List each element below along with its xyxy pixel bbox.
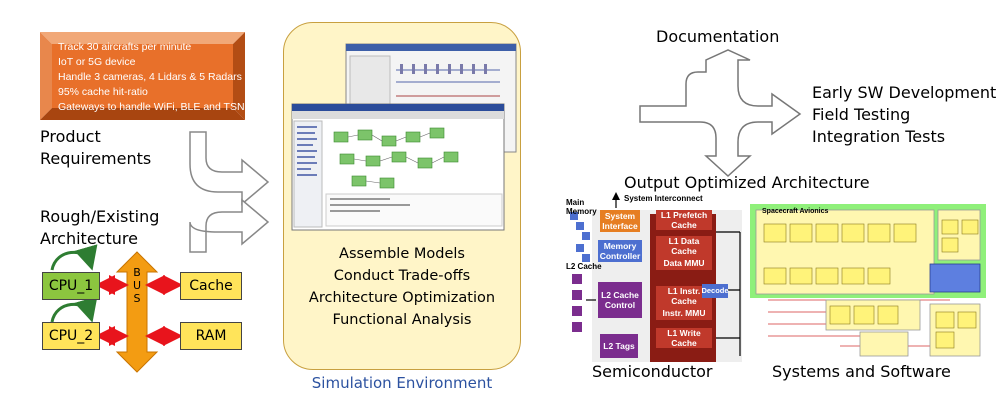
documentation-label: Documentation: [656, 27, 780, 46]
product-label-line2: Requirements: [40, 149, 152, 168]
simulation-tasks: Assemble Models Conduct Trade-offs Archi…: [283, 243, 521, 331]
main-memory-label: Main Memory: [566, 198, 597, 216]
l2-cache-control-block: L2 Cache Control: [598, 282, 642, 318]
bent-arrow-architecture: [189, 198, 270, 253]
l2-tags-block: L2 Tags: [600, 334, 638, 358]
l1-write-block: L1 Write Cache: [656, 328, 712, 348]
semiconductor-caption: Semiconductor: [592, 362, 713, 381]
bus-letter: S: [133, 292, 141, 305]
product-label-line1: Product: [40, 127, 101, 146]
cache-block: Cache: [180, 272, 242, 300]
requirements-list: Track 30 aircrafts per minute IoT or 5G …: [58, 40, 245, 115]
l1-prefetch-block: L1 Prefetch Cache: [656, 210, 712, 230]
instr-mmu-block: Instr. MMU: [656, 306, 712, 320]
memory-controller-block: Memory Controller: [598, 240, 642, 262]
simulation-caption: Simulation Environment: [311, 374, 493, 392]
optimized-architecture-label: Output Optimized Architecture: [624, 173, 870, 192]
cpu1-block: CPU_1: [42, 272, 100, 300]
bus-letter: U: [132, 279, 142, 292]
ram-block: RAM: [180, 322, 242, 350]
system-interconnect-label: System Interconnect: [624, 194, 703, 203]
l2-cache-label: L2 Cache: [566, 262, 602, 271]
requirement-line: 95% cache hit-ratio: [58, 86, 148, 98]
l1-data-block: L1 Data Cache: [656, 236, 712, 256]
requirement-line: Gateways to handle WiFi, BLE and TSN: [58, 101, 245, 113]
requirement-line: Handle 3 cameras, 4 Lidars & 5 Radars: [58, 71, 242, 83]
task-line: Functional Analysis: [332, 312, 472, 328]
task-line: Conduct Trade-offs: [333, 268, 471, 284]
task-line: Architecture Optimization: [308, 290, 496, 306]
avionics-caption: Systems and Software: [772, 362, 951, 381]
decode-block: Decode: [701, 284, 729, 298]
cpu2-block: CPU_2: [42, 322, 100, 350]
avionics-title: Spacecraft Avionics: [762, 208, 829, 215]
task-line: Assemble Models: [339, 246, 465, 262]
bent-arrow-requirements: [189, 131, 270, 206]
output-arrow-shape: [639, 49, 802, 178]
architecture-label-line2: Architecture: [40, 229, 138, 248]
system-interface-block: System Interface: [600, 210, 640, 232]
requirement-line: IoT or 5G device: [58, 56, 136, 68]
l1-instr-block: L1 Instr. Cache: [656, 286, 712, 306]
output-item-3: Integration Tests: [812, 127, 946, 146]
data-mmu-block: Data MMU: [656, 256, 712, 270]
bus-label: B U S: [127, 266, 147, 305]
architecture-label-line1: Rough/Existing: [40, 207, 160, 226]
requirement-line: Track 30 aircrafts per minute: [58, 41, 192, 53]
output-item-2: Field Testing: [812, 105, 911, 124]
bus-letter: B: [133, 266, 141, 279]
output-item-1: Early SW Development: [812, 83, 997, 102]
